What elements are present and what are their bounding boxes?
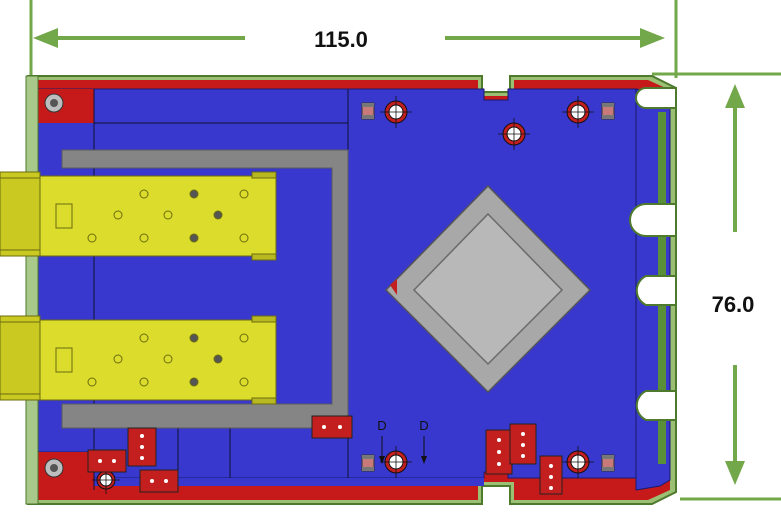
pcb-lower-strip xyxy=(94,478,484,486)
height-dimension-label: 76.0 xyxy=(712,292,755,317)
header-frame-base xyxy=(311,415,353,439)
marker-d-right-arrow xyxy=(421,456,427,464)
sfp-cage-bottom-holes xyxy=(87,333,249,387)
chip-pin1-marker xyxy=(390,279,397,295)
marker-d-left: D xyxy=(377,418,386,433)
sfp-cage-bottom xyxy=(0,315,277,405)
mount-hole-top-right xyxy=(562,96,594,128)
screw-bottom-left xyxy=(44,458,64,478)
mount-hole-top-center xyxy=(498,118,530,150)
header-low-1 xyxy=(127,427,157,467)
corner-pad-top-left xyxy=(36,89,94,123)
screw-top-left xyxy=(44,93,64,113)
connector-slot-3 xyxy=(635,390,677,421)
capacitor-bottom-right xyxy=(601,454,615,472)
connector-fingers-2 xyxy=(658,236,666,276)
marker-d-right: D xyxy=(419,418,428,433)
marker-d-left-arrow xyxy=(379,456,385,464)
width-arrowhead-left xyxy=(33,28,58,48)
height-arrowhead-top xyxy=(725,84,745,108)
header-low-2 xyxy=(87,449,127,473)
section-markers: D D xyxy=(377,418,429,464)
height-dimension: 76.0 xyxy=(652,72,781,501)
connector-fingers-4 xyxy=(658,420,666,464)
mounting-holes xyxy=(44,93,594,494)
connector-fingers-1 xyxy=(658,112,666,204)
mount-hole-top-left xyxy=(380,96,412,128)
sfp-cage-bottom-latch xyxy=(55,347,73,373)
sfp-cage-top-holes xyxy=(87,189,249,243)
header-low-3 xyxy=(139,469,179,493)
header-right-2 xyxy=(509,423,537,465)
headers xyxy=(87,415,563,495)
connector-slot-1 xyxy=(629,203,677,237)
sfp-cage-top-latch xyxy=(55,203,73,229)
sfp-cage-bottom-front xyxy=(0,315,41,401)
width-arrowhead-right xyxy=(640,28,665,48)
header-right-3 xyxy=(539,455,563,495)
mount-hole-bottom-left xyxy=(380,446,412,478)
chip-heatsink xyxy=(384,184,592,394)
header-right-1 xyxy=(485,429,513,475)
capacitors xyxy=(361,102,615,472)
board-left-rail xyxy=(25,75,39,505)
connector-slot-2 xyxy=(635,275,677,306)
capacitor-top-left xyxy=(361,102,375,120)
sfp-cage-top-front xyxy=(0,171,41,257)
sfp-cage-top xyxy=(0,171,277,261)
corner-pad-bottom-left xyxy=(36,452,94,492)
mount-hole-bottom-right xyxy=(562,446,594,478)
capacitor-top-right xyxy=(601,102,615,120)
height-arrowhead-bottom xyxy=(725,461,745,485)
sfp-cage-bottom-body xyxy=(39,319,277,401)
connector-slot-top xyxy=(635,87,677,109)
connector-fingers-3 xyxy=(658,305,666,391)
sfp-cage-top-body xyxy=(39,175,277,257)
mount-hole-low-left xyxy=(92,466,120,494)
grey-frame xyxy=(61,149,349,429)
width-dimension-label: 115.0 xyxy=(314,27,368,52)
capacitor-bottom-left xyxy=(361,454,375,472)
width-dimension: 115.0 xyxy=(29,0,678,78)
heatsink-inner xyxy=(412,212,564,366)
edge-connector xyxy=(629,87,677,491)
